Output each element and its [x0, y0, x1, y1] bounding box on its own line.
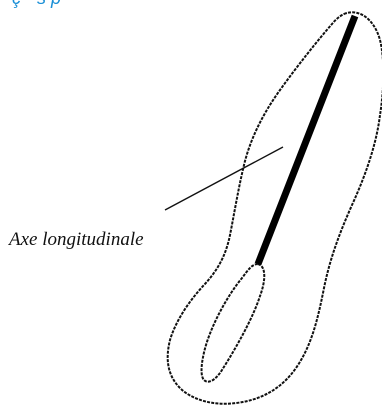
label-leader-line — [165, 147, 283, 210]
heel-loop — [202, 264, 265, 382]
longitudinal-axis — [258, 16, 355, 264]
cropped-header-text: ç · s p — [12, 0, 61, 8]
foot-outline — [168, 12, 382, 403]
axis-label: Axe longitudinale — [7, 229, 144, 250]
